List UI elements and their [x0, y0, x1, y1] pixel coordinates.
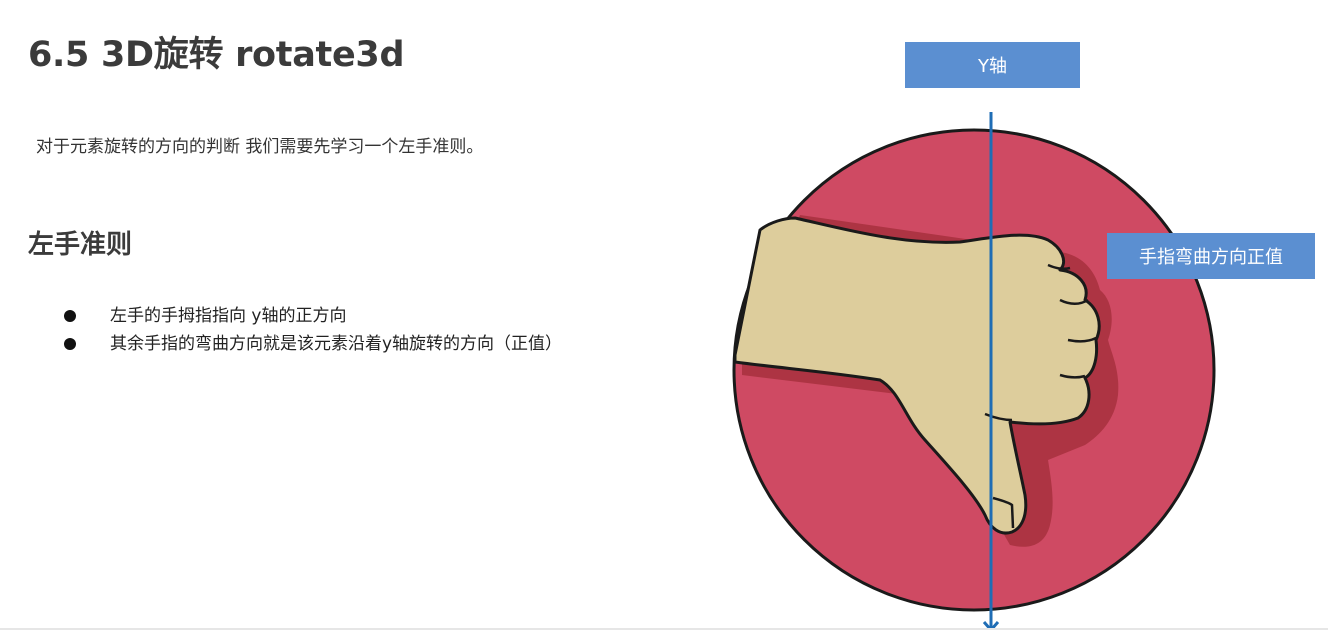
- list-item-text: 左手的手拇指指向 y轴的正方向: [110, 306, 347, 326]
- intro-text: 对于元素旋转的方向的判断 我们需要先学习一个左手准则。: [36, 137, 484, 157]
- finger-crease: [1067, 336, 1097, 343]
- list-item: 左手的手拇指指向 y轴的正方向: [64, 302, 562, 330]
- bullet-icon: [64, 338, 76, 350]
- finger-crease: [1047, 263, 1071, 271]
- list-item-text: 其余手指的弯曲方向就是该元素沿着y轴旋转的方向（正值）: [110, 334, 563, 354]
- bullet-icon: [64, 310, 76, 322]
- rule-list: 左手的手拇指指向 y轴的正方向 其余手指的弯曲方向就是该元素沿着y轴旋转的方向（…: [64, 302, 562, 358]
- thumbnail: [992, 496, 1015, 529]
- axis-arrow-icon: [982, 112, 1000, 630]
- y-axis-arrowhead: [982, 621, 1000, 630]
- thumb-crease: [984, 412, 1013, 422]
- list-item: 其余手指的弯曲方向就是该元素沿着y轴旋转的方向（正值）: [64, 330, 562, 358]
- hand-shape: [733, 216, 1101, 535]
- bottom-divider: [0, 628, 1328, 630]
- finger-direction-label: 手指弯曲方向正值: [1107, 233, 1315, 279]
- y-axis-label: Y轴: [905, 42, 1080, 88]
- left-hand-rule-diagram: [732, 112, 1216, 630]
- finger-crease: [1059, 373, 1086, 379]
- section-heading: 左手准则: [28, 230, 133, 260]
- page-title: 6.5 3D旋转 rotate3d: [28, 35, 405, 75]
- finger-crease: [1059, 298, 1089, 305]
- thumbs-down-hand-icon: [733, 216, 1101, 535]
